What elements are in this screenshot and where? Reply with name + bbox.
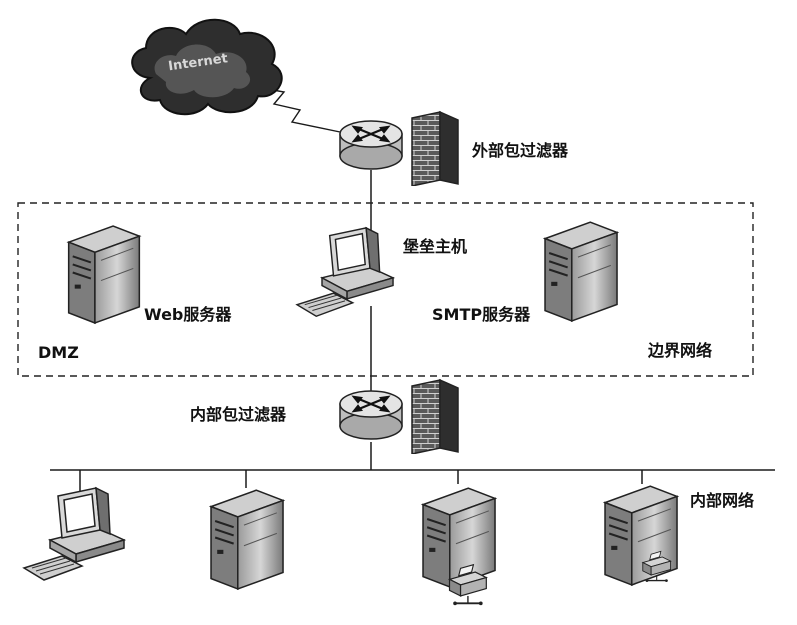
inner-filter-label: 内部包过滤器 (190, 405, 287, 424)
dmz-label: DMZ (38, 343, 79, 362)
smtp-server-icon (543, 221, 619, 322)
internal-workstation-icon (23, 487, 125, 581)
web-server-label: Web服务器 (144, 305, 232, 324)
bastion-host-label: 堡垒主机 (403, 237, 467, 256)
internet-cloud-icon: Internet (131, 18, 283, 116)
outer-filter-label: 外部包过滤器 (471, 141, 569, 160)
smtp-server-label: SMTP服务器 (432, 305, 531, 324)
outer-firewall-icon (411, 111, 459, 186)
inner-router-icon (338, 389, 404, 441)
internal-network-label: 内部网络 (690, 491, 754, 510)
bastion-host-icon (296, 227, 394, 317)
web-server-icon (67, 225, 141, 324)
perimeter-network-label: 边界网络 (647, 341, 712, 360)
wan-link (261, 87, 341, 133)
inner-firewall-icon (411, 379, 459, 454)
internal-server-1-icon (209, 489, 285, 590)
internal-server-2-icon (421, 487, 497, 588)
perimeter-network-boundary (17, 202, 754, 377)
connections (50, 87, 775, 492)
outer-router-icon (338, 119, 404, 171)
